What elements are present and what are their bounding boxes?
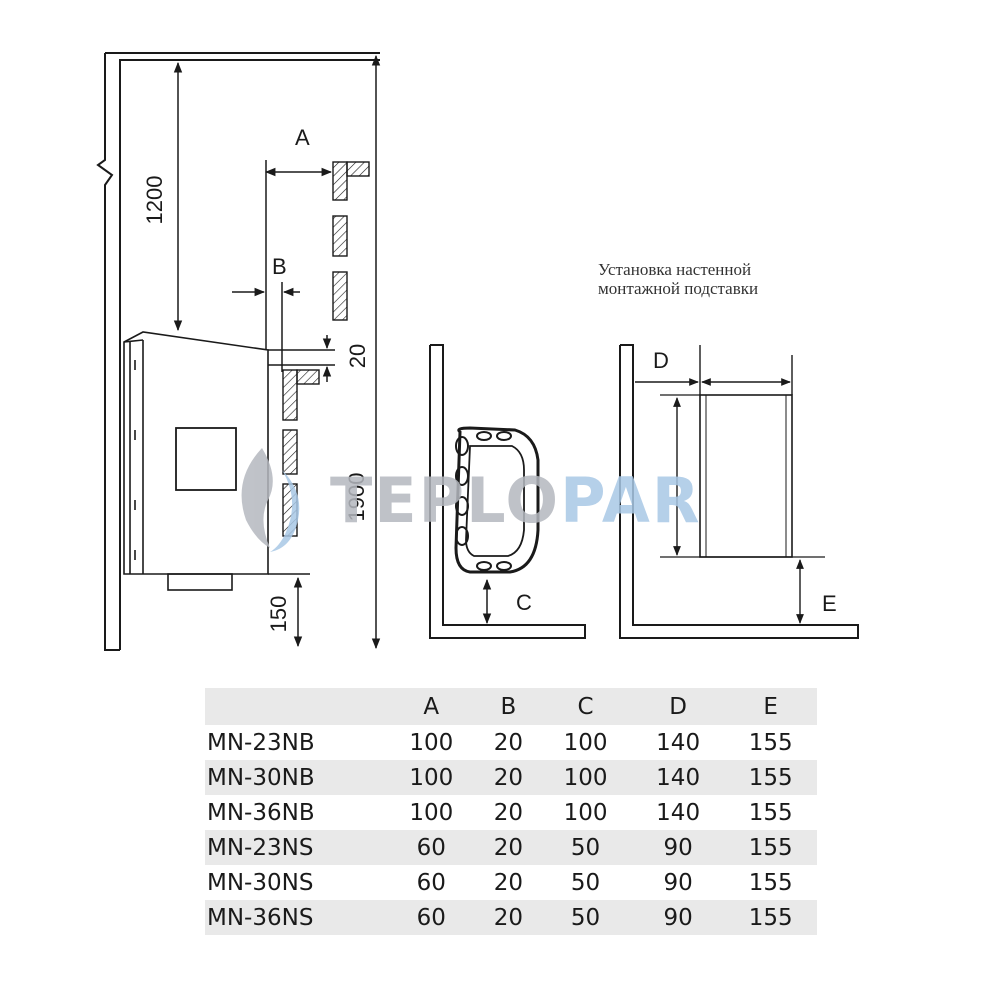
value-cell: 100 xyxy=(563,799,608,826)
header-cell: D xyxy=(631,688,725,725)
value-cell: 100 xyxy=(539,760,632,795)
dim-label-e: E xyxy=(822,591,837,616)
dim-label-150: 150 xyxy=(266,596,291,633)
value-cell: 90 xyxy=(663,869,693,896)
dim-label-20: 20 xyxy=(345,344,370,368)
value-cell: 100 xyxy=(409,729,454,756)
header-cell xyxy=(205,688,385,725)
dimension-lines xyxy=(173,54,381,650)
model-cell: MN-36NB xyxy=(207,799,315,826)
header-cell: E xyxy=(724,688,817,725)
value-cell: 20 xyxy=(493,799,524,826)
value-cell: 20 xyxy=(477,760,540,795)
dim-label-1900: 1900 xyxy=(344,473,369,522)
value-cell: 20 xyxy=(477,830,540,865)
value-cell: 155 xyxy=(724,900,817,935)
caption-line2: монтажной подставки xyxy=(598,279,758,298)
value-cell: 155 xyxy=(724,760,817,795)
value-cell: 60 xyxy=(416,869,446,896)
watermark-logo: TEPLOPAR xyxy=(241,448,702,552)
model-cell: MN-30NB xyxy=(205,760,385,795)
dim-label-c: C xyxy=(516,590,532,615)
value-cell: 60 xyxy=(385,900,478,935)
model-cell: MN-30NS xyxy=(207,869,314,896)
installation-diagram: 1200 A B 20 1900 150 C Установка настенн… xyxy=(96,52,859,651)
dimensions-table: A B C D E MN-23NB 100 20 100 140 155 MN-… xyxy=(205,688,817,935)
value-cell: 50 xyxy=(539,830,632,865)
table-row: MN-36NB 100 20 100 140 155 xyxy=(205,795,817,830)
table-header-row: A B C D E xyxy=(205,688,817,725)
dim-label-a: A xyxy=(295,125,310,150)
value-cell: 140 xyxy=(656,729,701,756)
dim-label-d: D xyxy=(653,348,669,373)
caption-line1: Установка настенной xyxy=(598,260,751,279)
watermark-text: TEPLOPAR xyxy=(330,464,702,537)
room-outline xyxy=(96,52,380,651)
model-cell: MN-23NS xyxy=(205,830,385,865)
value-cell: 90 xyxy=(631,900,725,935)
value-cell: 155 xyxy=(748,799,793,826)
value-cell: 155 xyxy=(748,869,793,896)
value-cell: 20 xyxy=(493,869,524,896)
header-cell: C xyxy=(539,688,632,725)
table-row: MN-36NS 60 20 50 90 155 xyxy=(205,900,817,935)
value-cell: 155 xyxy=(724,830,817,865)
value-cell: 155 xyxy=(748,729,793,756)
value-cell: 100 xyxy=(409,799,454,826)
value-cell: 20 xyxy=(493,729,524,756)
mounting-bracket-view xyxy=(619,344,859,639)
table-row: MN-30NS 60 20 50 90 155 xyxy=(205,865,817,900)
heater-side-view xyxy=(123,331,269,591)
header-cell: A xyxy=(385,688,478,725)
header-cell: B xyxy=(477,688,540,725)
value-cell: 90 xyxy=(631,830,725,865)
table-row: MN-23NB 100 20 100 140 155 xyxy=(205,725,817,760)
dim-label-b: B xyxy=(272,254,287,279)
value-cell: 50 xyxy=(570,869,601,896)
value-cell: 100 xyxy=(563,729,608,756)
table-row: MN-30NB 100 20 100 140 155 xyxy=(205,760,817,795)
value-cell: 20 xyxy=(477,900,540,935)
value-cell: 140 xyxy=(631,760,725,795)
heater-top-view xyxy=(429,344,586,639)
model-cell: MN-36NS xyxy=(205,900,385,935)
dim-label-1200: 1200 xyxy=(142,176,167,225)
model-cell: MN-23NB xyxy=(207,729,315,756)
value-cell: 50 xyxy=(539,900,632,935)
value-cell: 140 xyxy=(656,799,701,826)
table-row: MN-23NS 60 20 50 90 155 xyxy=(205,830,817,865)
value-cell: 60 xyxy=(385,830,478,865)
flame-icon xyxy=(241,448,273,548)
value-cell: 100 xyxy=(385,760,478,795)
